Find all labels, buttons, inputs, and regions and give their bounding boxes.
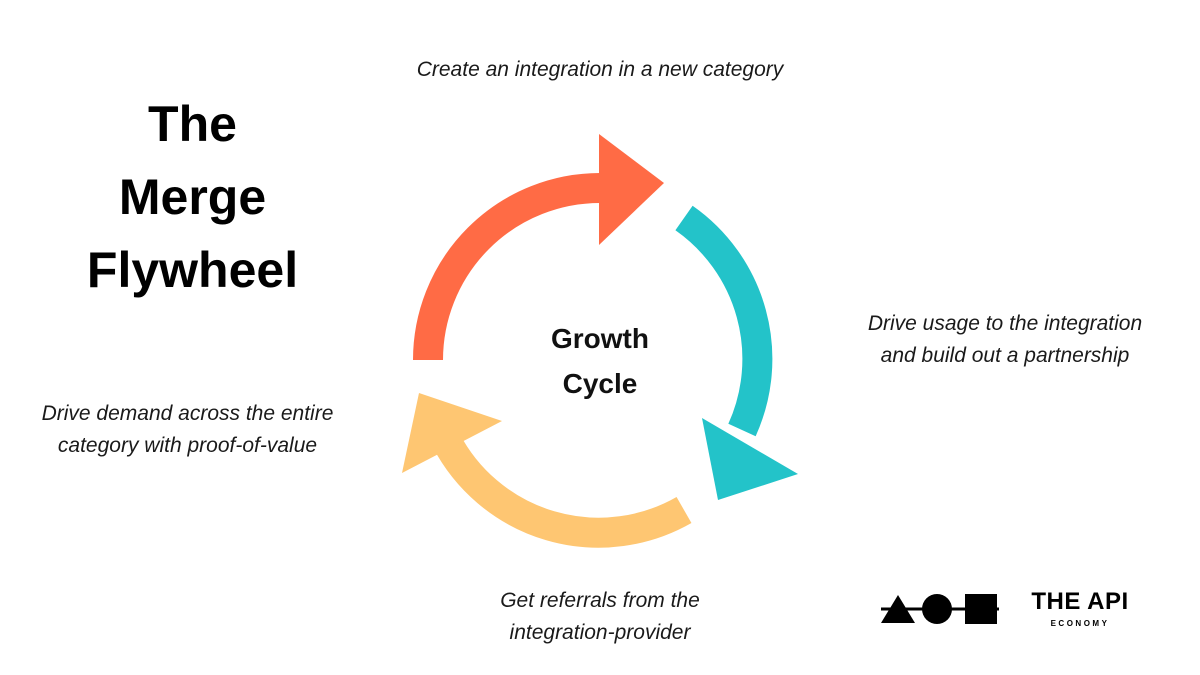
circle-icon <box>922 594 952 624</box>
step-get-referrals: Get referrals from the integration-provi… <box>440 585 760 649</box>
center-label: Growth Cycle <box>510 316 690 406</box>
arrow-referrals-head <box>402 393 502 473</box>
step-top-line-1: Create an integration in a new category <box>416 58 784 81</box>
arrow-create-arc <box>413 173 601 361</box>
step-right-line-1: Drive usage to the integration <box>867 312 1143 335</box>
step-drive-usage: Drive usage to the integration and build… <box>830 308 1180 372</box>
center-line-2: Cycle <box>562 368 638 399</box>
step-create-integration: Create an integration in a new category <box>350 54 850 86</box>
diagram-title: The Merge Flywheel <box>60 88 325 307</box>
title-line-2: Merge <box>118 169 267 225</box>
step-bottom-line-2: integration-provider <box>509 621 691 644</box>
center-line-1: Growth <box>551 323 649 354</box>
arrow-create-head <box>599 134 664 245</box>
arrow-create-integration <box>413 134 664 361</box>
step-left-line-1: Drive demand across the entire <box>41 402 334 425</box>
title-line-3: Flywheel <box>86 242 299 298</box>
brand-subtitle: ECONOMY <box>1050 619 1110 628</box>
step-left-line-2: category with proof-of-value <box>57 434 318 457</box>
arrow-drive-usage-head <box>702 418 798 500</box>
step-bottom-line-1: Get referrals from the <box>500 589 700 612</box>
arrow-referrals-arc <box>432 432 692 548</box>
arrow-drive-usage <box>675 205 798 500</box>
arrow-drive-usage-arc <box>675 205 773 437</box>
step-drive-demand: Drive demand across the entire category … <box>15 398 360 462</box>
title-line-1: The <box>148 96 237 152</box>
brand-name: THE API <box>1031 588 1129 615</box>
square-icon <box>965 594 997 624</box>
brand-logo-mark <box>881 594 999 624</box>
step-right-line-2: and build out a partnership <box>880 344 1130 367</box>
arrow-referrals <box>402 393 692 548</box>
